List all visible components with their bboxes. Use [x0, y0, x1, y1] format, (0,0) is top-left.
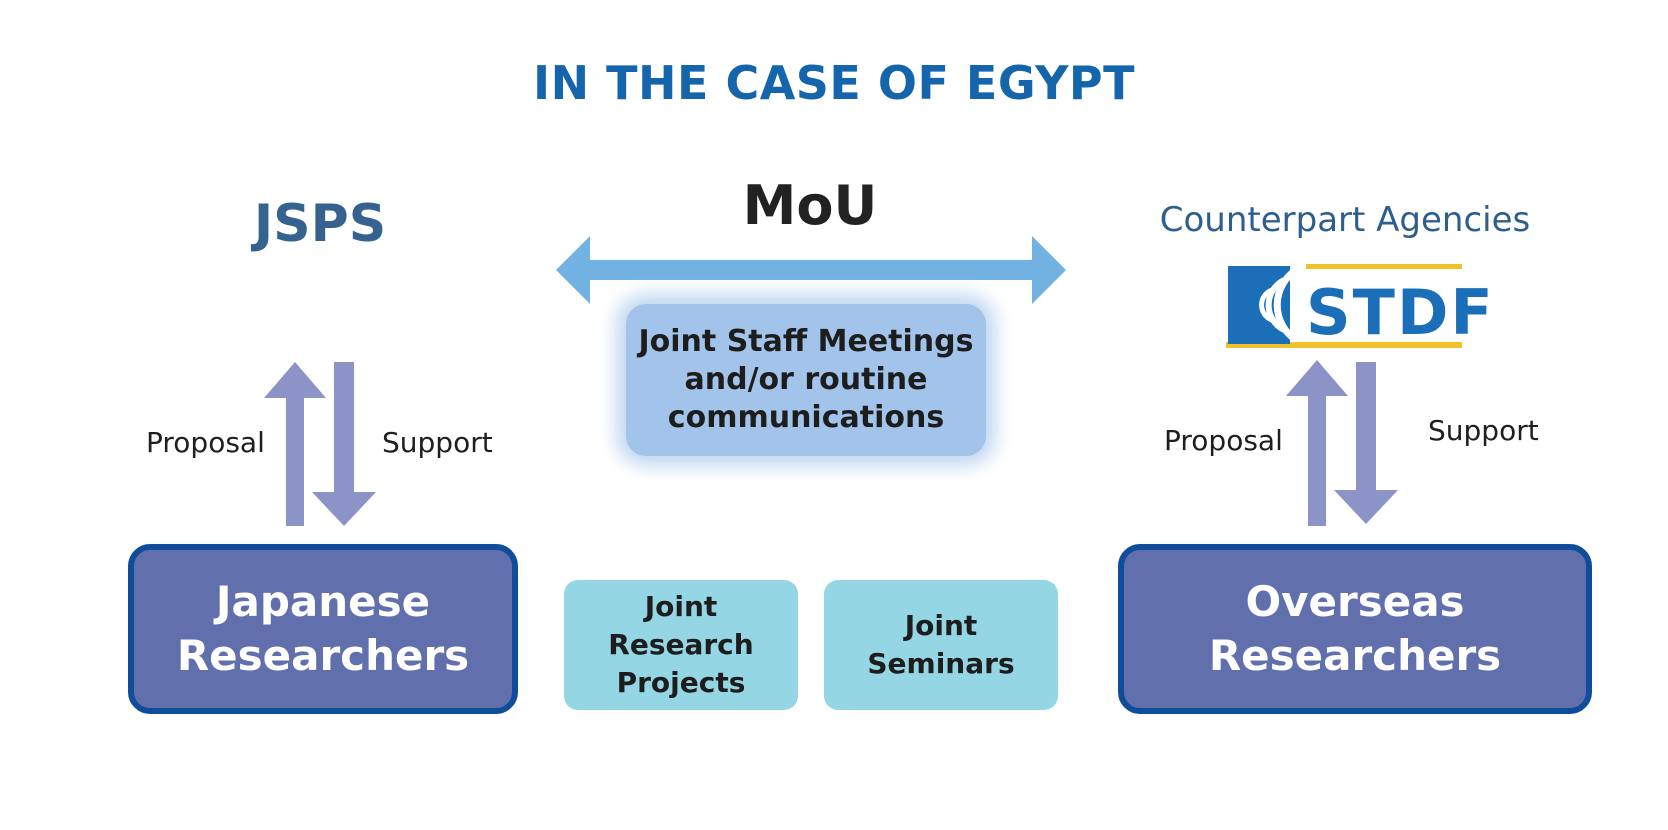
meetings-line-1: Joint Staff Meetings	[638, 324, 974, 359]
stdf-logo: STDF	[1226, 264, 1495, 349]
stdf-logo-text: STDF	[1306, 276, 1495, 349]
meetings-line-3: communications	[667, 400, 945, 435]
overseas-researchers-box: Overseas Researchers	[1118, 544, 1592, 714]
joint-seminars-line-2: Seminars	[867, 647, 1015, 680]
mou-double-arrow	[556, 236, 1066, 304]
stdf-logo-arc-outer	[1273, 267, 1299, 343]
stdf-logo-gold-bottom	[1226, 342, 1462, 348]
left-proposal-up-arrow	[264, 362, 326, 526]
joint-projects-line-3: Projects	[616, 666, 746, 699]
joint-seminars-line-1: Joint	[904, 609, 978, 642]
stdf-logo-gold-top	[1306, 264, 1462, 269]
japanese-researchers-line-1: Japanese	[215, 577, 431, 626]
right-support-label: Support	[1428, 414, 1539, 447]
stdf-logo-arc-middle	[1265, 277, 1286, 333]
joint-projects-line-2: Research	[608, 628, 754, 661]
right-support-down-arrow	[1334, 362, 1398, 524]
mou-label: MoU	[742, 174, 878, 237]
joint-staff-meetings-box: Joint Staff Meetings and/or routine comm…	[626, 304, 986, 456]
diagram-title: IN THE CASE OF EGYPT	[533, 56, 1135, 110]
joint-seminars-box: Joint Seminars	[824, 580, 1058, 710]
joint-research-projects-box: Joint Research Projects	[564, 580, 798, 710]
right-proposal-label: Proposal	[1164, 424, 1283, 457]
left-support-down-arrow	[312, 362, 376, 526]
meetings-line-2: and/or routine	[684, 362, 928, 397]
overseas-researchers-line-1: Overseas	[1245, 577, 1465, 626]
left-proposal-label: Proposal	[146, 426, 265, 459]
left-support-label: Support	[382, 426, 493, 459]
counterpart-agencies-label: Counterpart Agencies	[1159, 200, 1531, 240]
right-proposal-up-arrow	[1286, 360, 1348, 526]
joint-projects-line-1: Joint	[644, 590, 718, 623]
japanese-researchers-line-2: Researchers	[176, 631, 470, 680]
jsps-label: JSPS	[253, 194, 387, 254]
stdf-logo-arc-inner	[1259, 287, 1274, 323]
overseas-researchers-line-2: Researchers	[1208, 631, 1502, 680]
japanese-researchers-box: Japanese Researchers	[128, 544, 518, 714]
